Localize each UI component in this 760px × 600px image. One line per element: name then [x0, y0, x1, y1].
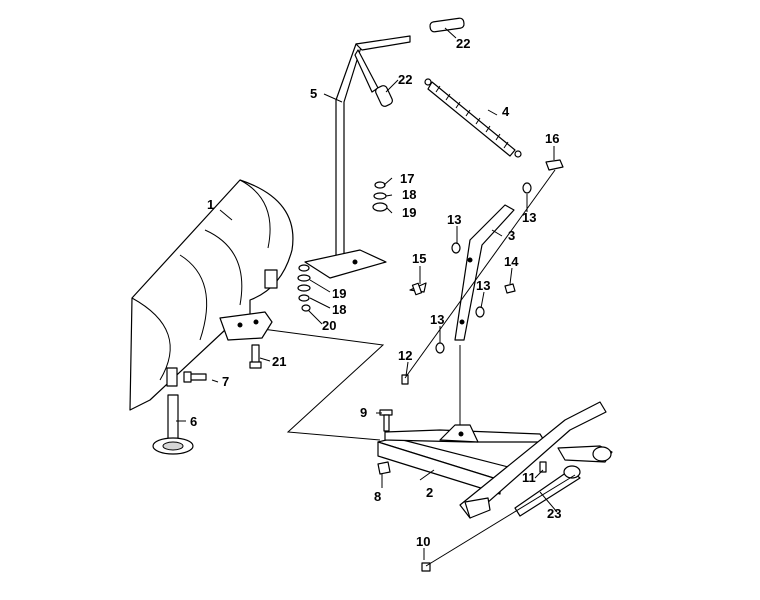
- callout-19b: 19: [332, 286, 346, 301]
- callout-15: 15: [412, 251, 426, 266]
- washer-stack-left: [297, 264, 311, 312]
- callout-5: 5: [310, 86, 317, 101]
- jack-stand: [152, 367, 194, 455]
- callout-1: 1: [207, 197, 214, 212]
- main-frame: [377, 401, 613, 519]
- spring: [424, 78, 522, 158]
- callout-21: 21: [272, 354, 286, 369]
- callout-20: 20: [322, 318, 336, 333]
- callout-2: 2: [426, 485, 433, 500]
- callout-10: 10: [416, 534, 430, 549]
- callout-7: 7: [222, 374, 229, 389]
- wing-nut-15: [409, 282, 427, 296]
- assembly-guide-lines: [254, 327, 385, 441]
- callout-labels: 1 2 3 4 5 6 7 8 9 10 11 12 13 13 13 13 1…: [190, 36, 561, 549]
- callout-19a: 19: [402, 205, 416, 220]
- bolt-21: [249, 344, 262, 369]
- pin-11: [539, 461, 547, 473]
- nut-14: [504, 283, 516, 294]
- callout-23: 23: [547, 506, 561, 521]
- callout-3: 3: [508, 228, 515, 243]
- callout-13a: 13: [447, 212, 461, 227]
- callout-17: 17: [400, 171, 414, 186]
- callout-11: 11: [522, 470, 536, 485]
- leader-lines: [176, 27, 558, 560]
- lift-arm: [435, 182, 532, 354]
- callout-9: 9: [360, 405, 367, 420]
- callout-13c: 13: [476, 278, 490, 293]
- callout-13b: 13: [522, 210, 536, 225]
- callout-8: 8: [374, 489, 381, 504]
- callout-18b: 18: [332, 302, 346, 317]
- callout-22b: 22: [398, 72, 412, 87]
- nut-8: [377, 461, 391, 475]
- callout-22a: 22: [456, 36, 470, 51]
- plow-blade: [129, 179, 294, 411]
- callout-18a: 18: [402, 187, 416, 202]
- clip-16: [545, 159, 564, 171]
- washer-stack-right: [372, 181, 388, 212]
- callout-6: 6: [190, 414, 197, 429]
- callout-4: 4: [502, 104, 510, 119]
- bolt-7: [183, 371, 207, 383]
- lift-handle: [304, 17, 465, 279]
- callout-14: 14: [504, 254, 519, 269]
- callout-16: 16: [545, 131, 559, 146]
- bolt-12: [401, 374, 409, 385]
- bolt-10: [421, 562, 431, 572]
- callout-12: 12: [398, 348, 412, 363]
- callout-13d: 13: [430, 312, 444, 327]
